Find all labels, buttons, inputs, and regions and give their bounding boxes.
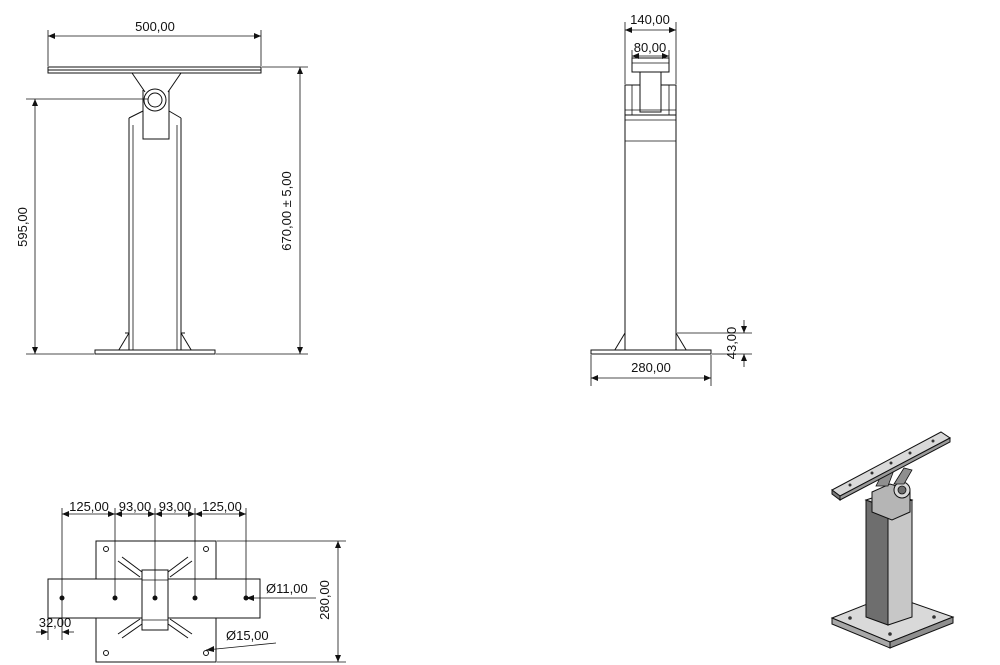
dim-base-width-label: 280,00 (631, 360, 671, 375)
column (128, 110, 182, 353)
base-plate (94, 349, 216, 355)
side-view: 140,00 80,00 280,00 43,00 (590, 12, 752, 386)
dim-top-width-label: 140,00 (630, 12, 670, 27)
dim-edge-offset-label: 32,00 (39, 615, 72, 630)
iso-column (865, 499, 889, 626)
dim-spacing-3: 93,00 (159, 499, 192, 514)
dim-total-height-label: 670,00 ± 5,00 (279, 171, 294, 250)
hole-large-label: Ø15,00 (226, 628, 269, 643)
dim-spacing-1: 125,00 (69, 499, 109, 514)
front-view: 500,00 595,00 670,00 ± 5,00 (15, 19, 308, 355)
dim-inner-width-label: 80,00 (634, 40, 667, 55)
dim-spacing-4: 125,00 (202, 499, 242, 514)
isometric-view (830, 431, 955, 649)
side-base-plate (590, 349, 712, 355)
plan-gussets (117, 556, 193, 639)
dim-spacing-2: 93,00 (119, 499, 152, 514)
bracket-arms (131, 72, 182, 93)
plan-view: 125,00 93,00 93,00 125,00 32,00 Ø11,00 Ø… (36, 499, 346, 663)
side-column (624, 114, 677, 354)
dim-base-height-label: 43,00 (724, 327, 739, 360)
lower-bracket (142, 90, 170, 140)
dim-width-label: 500,00 (135, 19, 175, 34)
top-block (631, 57, 670, 73)
dim-depth-label: 280,00 (317, 580, 332, 620)
hole-small-label: Ø11,00 (266, 581, 308, 596)
dim-height-label: 595,00 (15, 207, 30, 247)
